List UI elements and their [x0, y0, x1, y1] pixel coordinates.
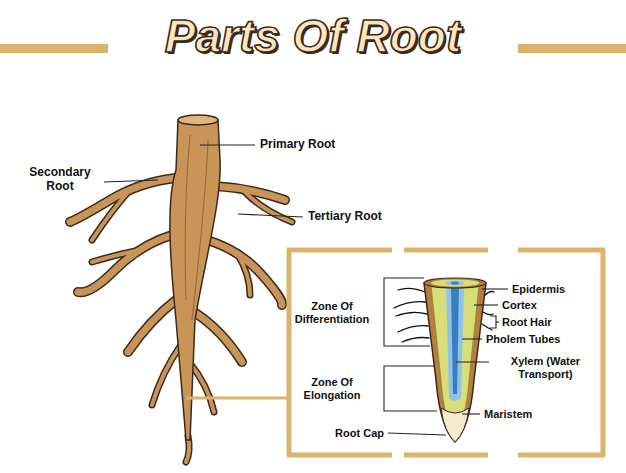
leader-line: [474, 304, 498, 305]
branch-fill: [128, 300, 176, 352]
frame-line: [404, 248, 488, 253]
inset-connector: [186, 397, 287, 400]
leader-line: [238, 214, 303, 217]
branch-fill: [92, 250, 140, 262]
title-bar: [0, 44, 108, 53]
frame-line: [601, 250, 606, 456]
frame-line: [404, 453, 488, 458]
part-label: Secondary Root: [20, 166, 100, 194]
root-cap-shape: [441, 408, 469, 442]
leader-line: [456, 361, 489, 362]
inset-frame: [287, 250, 605, 456]
frame-line: [287, 250, 292, 456]
zone-bracket: [384, 366, 437, 411]
xylem-tube: [451, 285, 459, 394]
root-texture: [185, 135, 190, 300]
branch-outline: [207, 240, 282, 305]
part-label: Zone Of Differentiation: [287, 300, 377, 325]
branch-outline: [78, 235, 172, 292]
part-label: Root Hair: [502, 316, 552, 329]
phloem-tube: [446, 285, 464, 401]
part-label: Root Cap: [335, 427, 384, 440]
root-hair: [483, 312, 493, 315]
title-bar: [518, 44, 626, 53]
root-hair: [394, 302, 426, 308]
branch-fill: [152, 345, 181, 405]
root-hair: [402, 338, 429, 343]
part-label: Epidermis: [512, 283, 565, 296]
part-label: Pholem Tubes: [486, 333, 560, 346]
branch-fill: [207, 240, 282, 305]
zone-bracket: [384, 278, 430, 346]
section-top-phloem: [446, 281, 464, 286]
leader-line: [388, 433, 446, 435]
frame-line: [518, 453, 605, 458]
part-label: Primary Root: [260, 138, 335, 152]
cortex-layer: [431, 285, 479, 432]
part-label: Tertiary Root: [308, 210, 382, 224]
branch-outline: [152, 345, 181, 405]
part-label: Xylem (Water Transport): [493, 355, 598, 380]
section-top-xylem: [451, 281, 459, 284]
root-hair: [482, 324, 492, 330]
leader-line: [496, 321, 499, 322]
bracket-line: [490, 316, 496, 328]
leader-lines: [104, 145, 303, 217]
root-texture: [192, 140, 208, 320]
frame-line: [287, 248, 392, 253]
diagram-title: Parts Of Root: [0, 6, 626, 66]
branch-fill: [92, 190, 130, 240]
section-top: [424, 278, 486, 288]
branch-outline: [128, 300, 176, 352]
branch-fill: [238, 255, 250, 295]
root-hair: [398, 288, 425, 292]
branch-fill: [194, 312, 242, 362]
root-hair: [396, 312, 427, 316]
branch-outline: [194, 312, 242, 362]
frame-line: [287, 453, 392, 458]
leader-line: [482, 288, 508, 289]
frame-line: [518, 248, 605, 253]
leader-line: [200, 144, 255, 145]
root-hair: [398, 326, 428, 332]
part-label: Maristem: [484, 408, 532, 421]
branch-fill: [245, 192, 292, 222]
leader-line: [104, 180, 158, 182]
root-top: [178, 115, 218, 125]
section-top-cortex: [431, 279, 479, 286]
part-label: Zone Of Elongation: [287, 376, 377, 401]
part-label: Cortex: [502, 299, 537, 312]
primary-root-shape: [170, 120, 220, 440]
leader-line: [462, 413, 480, 414]
branch-fill: [78, 235, 172, 292]
leader-line: [462, 338, 482, 339]
